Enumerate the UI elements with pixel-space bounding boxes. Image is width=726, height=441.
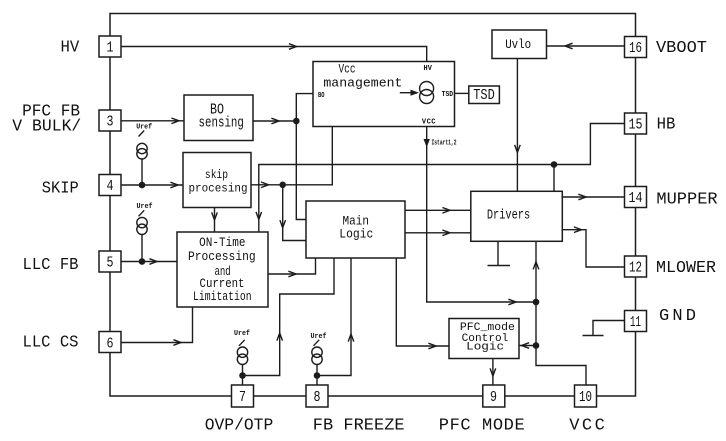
svg-text:ON-Time: ON-Time xyxy=(199,235,245,250)
svg-text:6: 6 xyxy=(107,335,114,352)
svg-text:HB: HB xyxy=(657,116,676,135)
svg-text:Main: Main xyxy=(343,213,370,228)
svg-text:9: 9 xyxy=(490,389,497,406)
svg-text:BO: BO xyxy=(318,92,325,100)
svg-text:OVP/OTP: OVP/OTP xyxy=(205,417,274,436)
svg-text:PFC FB: PFC FB xyxy=(22,103,80,122)
svg-text:TSD: TSD xyxy=(442,91,454,99)
svg-text:14: 14 xyxy=(629,190,643,207)
svg-text:management: management xyxy=(323,75,402,90)
svg-text:Limitation: Limitation xyxy=(193,289,252,304)
svg-text:15: 15 xyxy=(629,117,643,134)
svg-text:BO: BO xyxy=(210,101,224,118)
svg-text:and: and xyxy=(214,264,230,279)
svg-text:Current: Current xyxy=(200,276,245,291)
svg-text:sensing: sensing xyxy=(199,114,244,131)
svg-text:Drivers: Drivers xyxy=(487,208,530,223)
svg-text:Uref: Uref xyxy=(234,330,250,338)
svg-text:Uref: Uref xyxy=(311,333,327,341)
svg-text:HV: HV xyxy=(61,38,81,57)
svg-text:Logic: Logic xyxy=(339,226,373,241)
svg-text:GND: GND xyxy=(659,307,696,326)
svg-text:PFC_mode: PFC_mode xyxy=(460,322,515,334)
svg-text:7: 7 xyxy=(239,389,246,406)
svg-text:10: 10 xyxy=(579,389,592,406)
svg-text:12: 12 xyxy=(629,260,642,277)
svg-text:5: 5 xyxy=(107,255,114,272)
svg-text:8: 8 xyxy=(314,389,321,406)
svg-text:V BULK/: V BULK/ xyxy=(12,117,81,136)
svg-text:16: 16 xyxy=(629,40,642,57)
svg-text:FB FREEZE: FB FREEZE xyxy=(313,417,405,436)
svg-text:VBOOT: VBOOT xyxy=(656,39,707,58)
svg-text:Processing: Processing xyxy=(188,249,256,264)
svg-text:Vcc: Vcc xyxy=(339,62,356,77)
svg-text:skip: skip xyxy=(205,168,228,182)
svg-text:LLC CS: LLC CS xyxy=(23,334,79,353)
svg-text:3: 3 xyxy=(107,114,114,131)
svg-text:VCC: VCC xyxy=(569,417,605,436)
svg-text:Uref: Uref xyxy=(137,203,153,211)
svg-text:PFC MODE: PFC MODE xyxy=(439,417,525,436)
svg-text:MLOWER: MLOWER xyxy=(656,259,716,278)
svg-text:MUPPER: MUPPER xyxy=(656,191,717,210)
svg-text:Control: Control xyxy=(462,333,509,345)
svg-text:SKIP: SKIP xyxy=(42,180,79,199)
svg-text:procesing: procesing xyxy=(189,181,248,195)
svg-text:Logic: Logic xyxy=(466,342,504,354)
svg-text:Uvlo: Uvlo xyxy=(505,37,531,52)
svg-text:HV: HV xyxy=(424,65,433,73)
svg-text:11: 11 xyxy=(630,314,641,331)
svg-text:Istart1,2: Istart1,2 xyxy=(432,140,457,148)
svg-text:VCC: VCC xyxy=(422,119,436,127)
svg-text:Uref: Uref xyxy=(136,124,152,132)
svg-text:1: 1 xyxy=(107,40,114,57)
svg-text:TSD: TSD xyxy=(473,87,495,104)
svg-text:LLC FB: LLC FB xyxy=(23,256,79,275)
svg-text:4: 4 xyxy=(107,178,114,195)
